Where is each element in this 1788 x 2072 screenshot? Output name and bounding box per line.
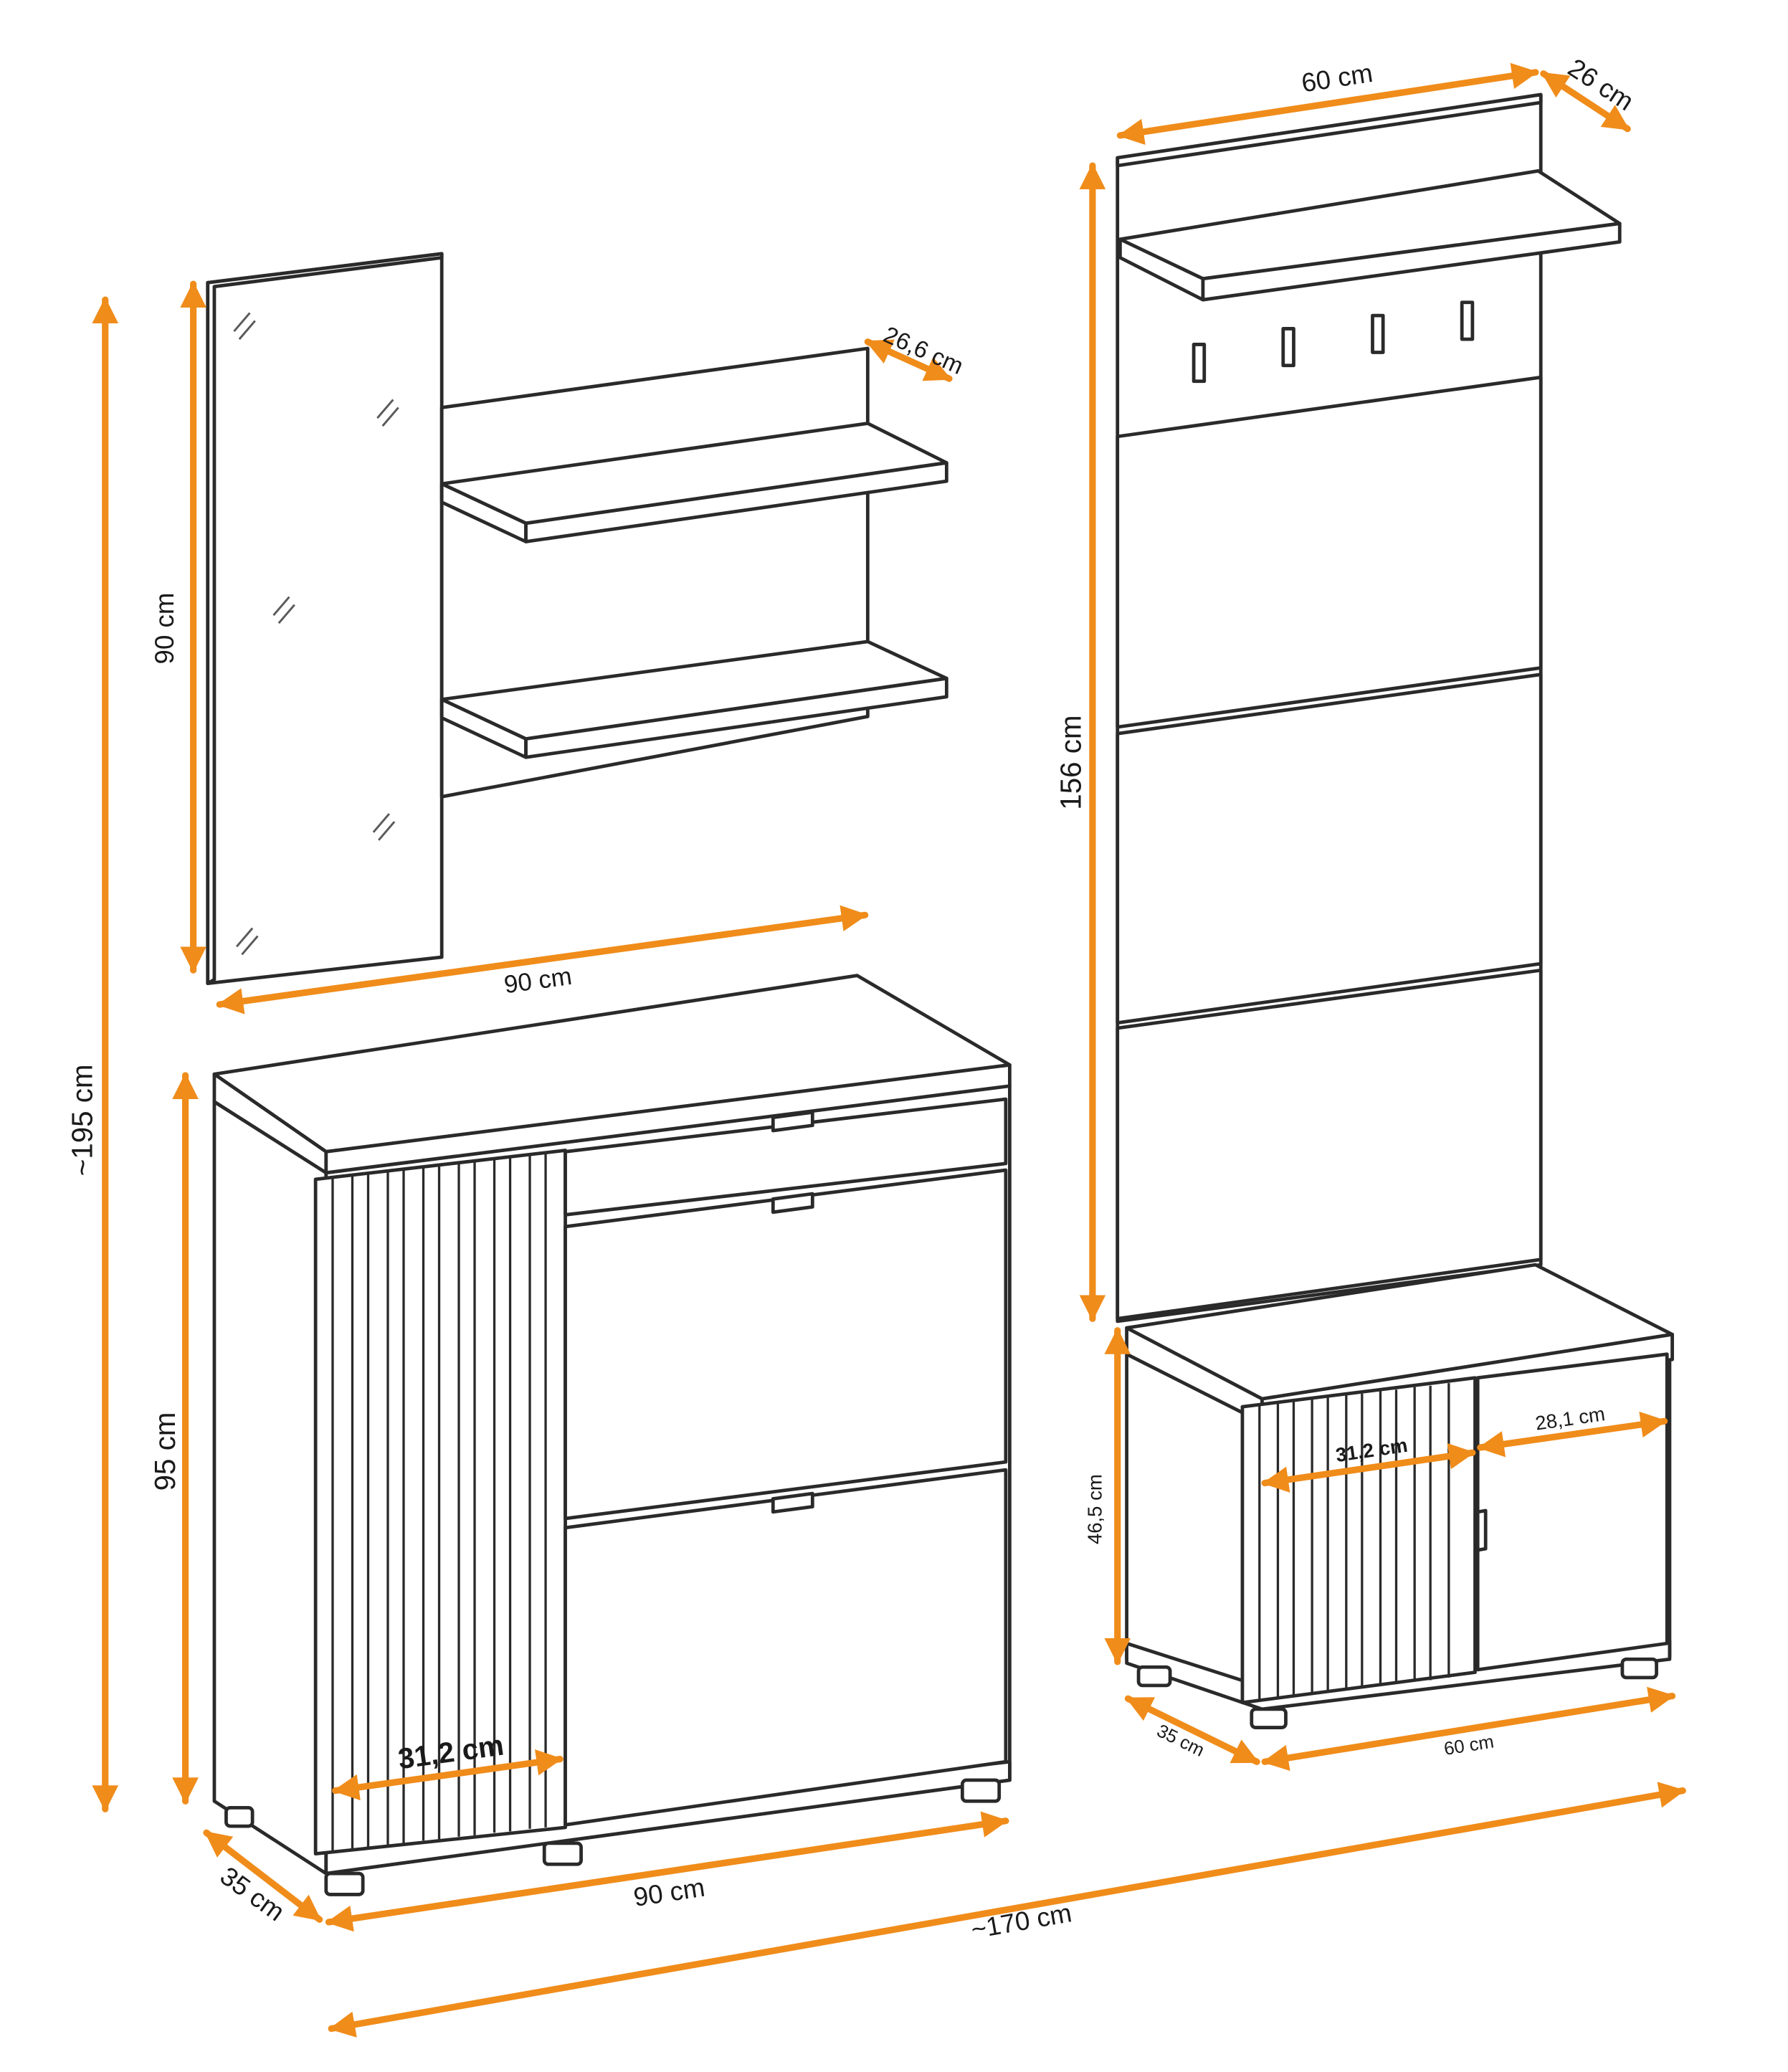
label-bench-height: 46,5 cm	[1084, 1474, 1106, 1544]
bench	[1125, 1263, 1674, 1729]
label-mirror-shelf-width: 90 cm	[503, 962, 574, 999]
label-mirror-height: 90 cm	[150, 593, 179, 665]
dim-overall-width	[328, 1782, 1686, 2038]
label-overall-height: ~195 cm	[65, 1064, 98, 1176]
dim-wall-shelf-depth	[864, 338, 953, 382]
label-panel-width: 60 cm	[1300, 58, 1375, 98]
shoe-cabinet	[212, 974, 1012, 1896]
label-cabinet-height: 95 cm	[148, 1412, 181, 1491]
dim-panel-width	[1116, 62, 1539, 146]
wall-shelf	[439, 346, 948, 799]
cabinet-slats	[331, 1154, 547, 1851]
coat-hooks	[1192, 300, 1475, 384]
dim-bench-width	[1261, 1686, 1676, 1772]
dim-mirror-shelf-width	[216, 905, 869, 1014]
dim-bench-left-door	[1261, 1443, 1476, 1493]
label-panel-height: 156 cm	[1054, 715, 1087, 809]
dimension-lines	[92, 62, 1686, 2038]
label-panel-shelf-depth: 26 cm	[1563, 53, 1639, 117]
dim-panel-shelf-depth	[1540, 70, 1631, 133]
label-bench-width: 60 cm	[1442, 1731, 1495, 1759]
dim-bench-right-door	[1477, 1411, 1668, 1458]
coat-panel	[1116, 92, 1622, 1323]
mirror	[206, 252, 444, 986]
dim-cabinet-depth	[203, 1829, 323, 1923]
dim-bench-depth	[1124, 1695, 1260, 1765]
